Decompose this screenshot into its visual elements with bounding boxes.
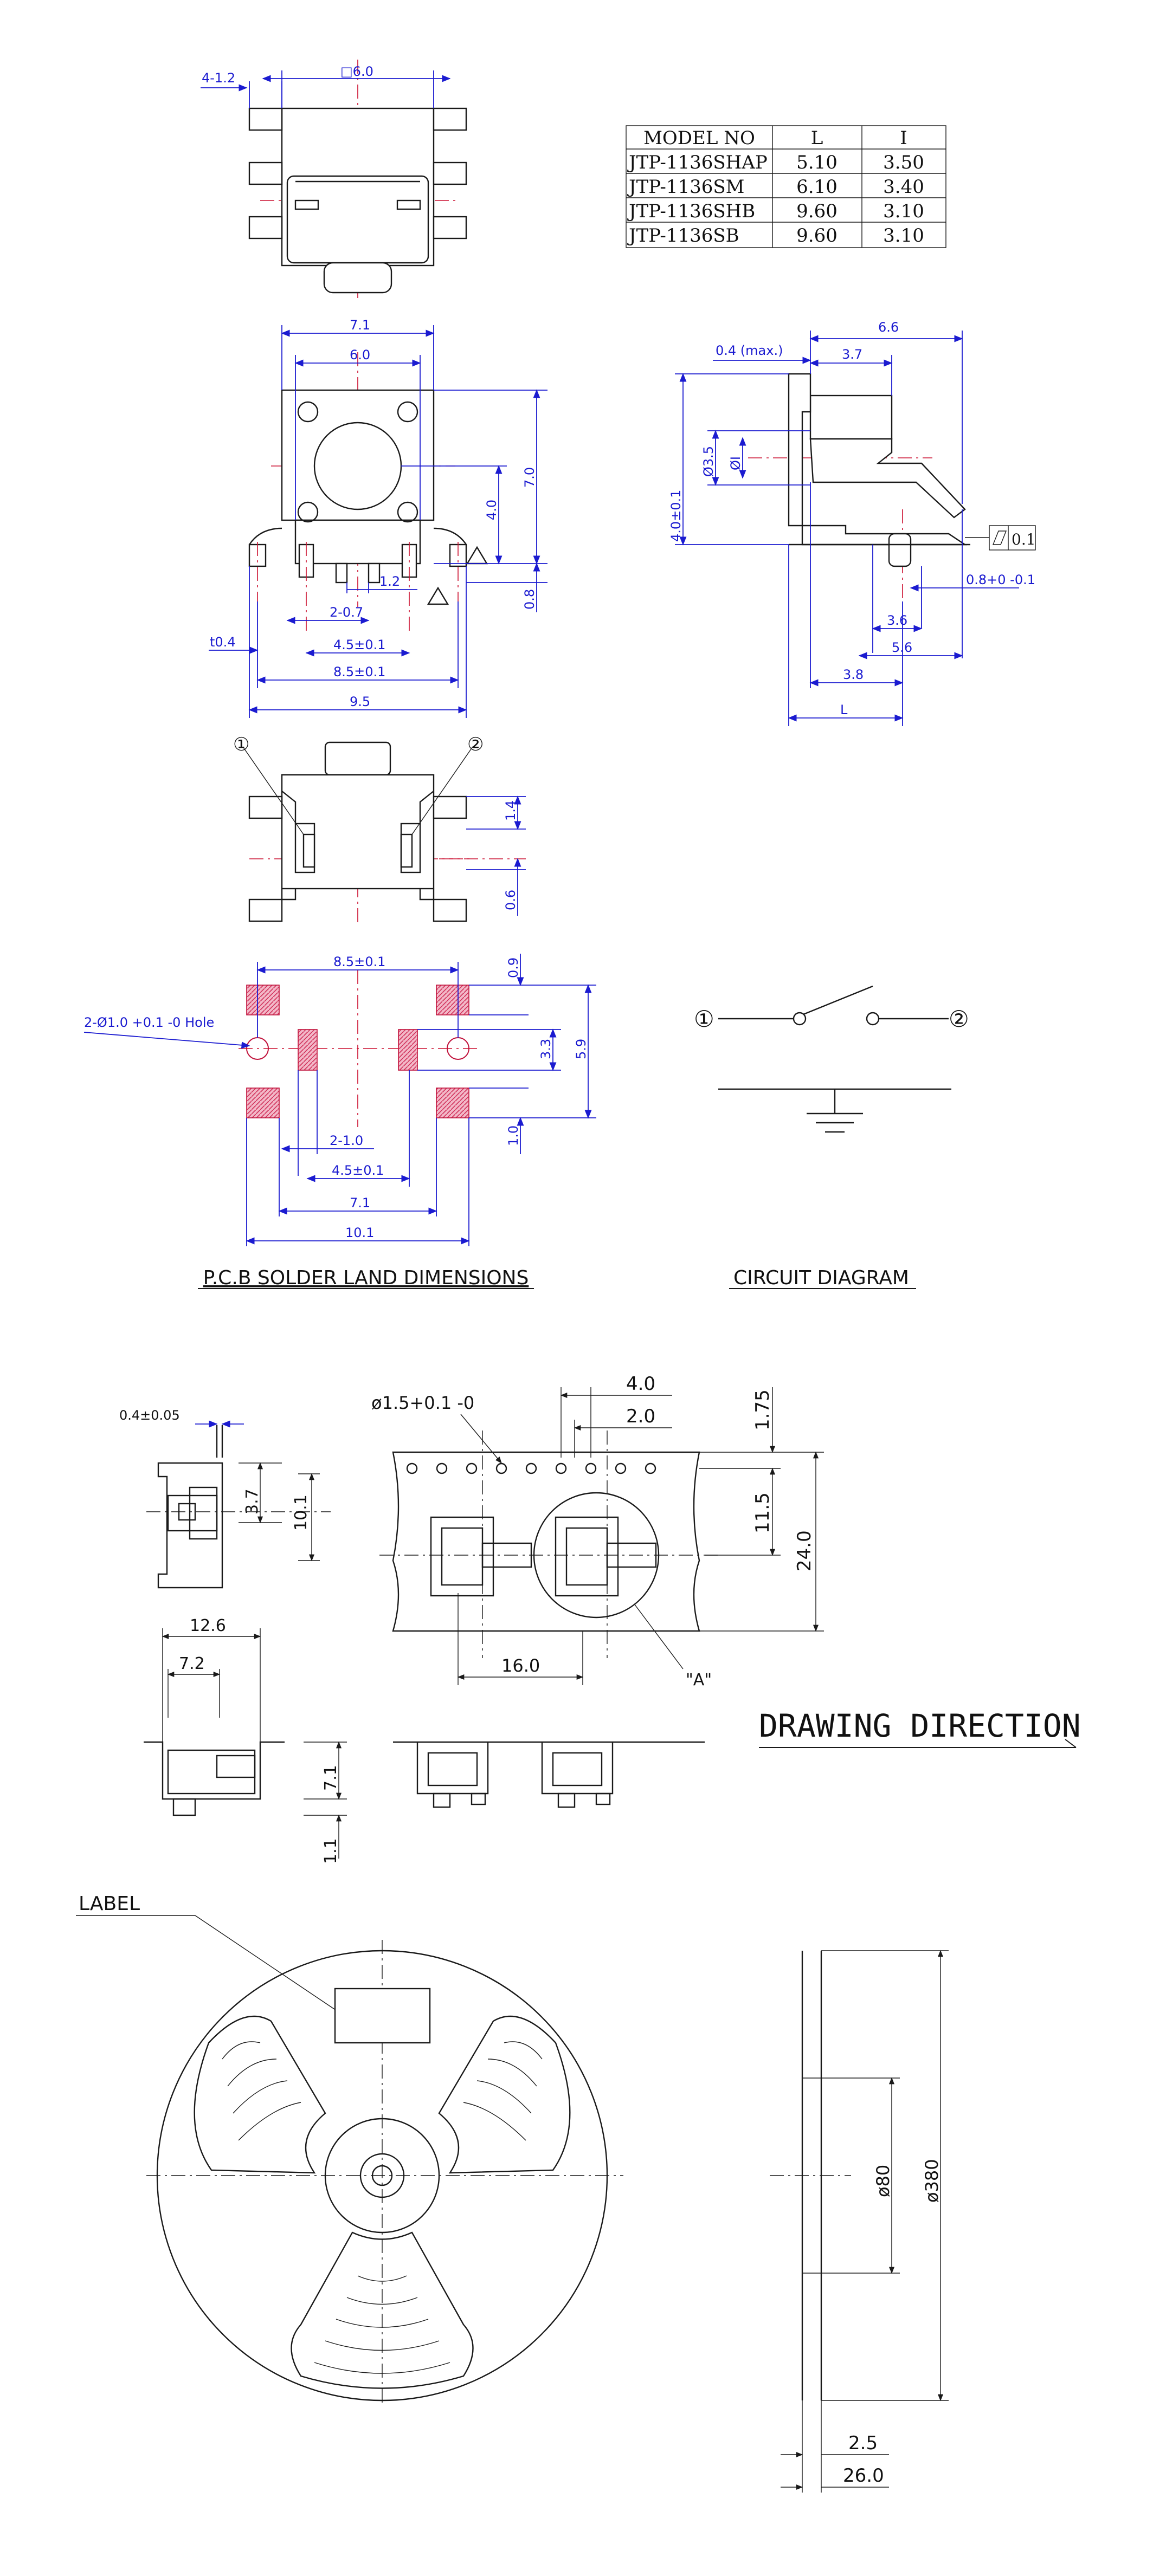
circuit-terminal-1: ① xyxy=(694,1006,714,1032)
pcb-hole-spec: 2-Ø1.0 +0.1 -0 Hole xyxy=(84,1015,214,1030)
dim-1-4: 1.4 xyxy=(503,800,518,821)
tape-dim-0-4: 0.4±0.05 xyxy=(119,1408,180,1423)
flatness-value: 0.1 xyxy=(1012,530,1036,548)
tape-dim-11-5: 11.5 xyxy=(752,1492,774,1533)
dim-2-0-7: 2-0.7 xyxy=(330,605,363,620)
pcb-caption: P.C.B SOLDER LAND DIMENSIONS xyxy=(203,1267,529,1289)
pcb-dim-5-9: 5.9 xyxy=(574,1039,589,1059)
pcb-dim-4-5: 4.5±0.1 xyxy=(332,1163,384,1178)
dim-3-7: 3.7 xyxy=(842,347,862,362)
dim-0-8: 0.8 xyxy=(522,589,537,610)
table-cell: 9.60 xyxy=(796,225,838,247)
tape-dim-24-0: 24.0 xyxy=(794,1530,815,1571)
table-header-l: L xyxy=(811,127,823,149)
reel-dim-phi-80: ø80 xyxy=(873,2165,893,2197)
dim-4-5: 4.5±0.1 xyxy=(333,637,385,652)
tape-dim-3-7: 3.7 xyxy=(243,1488,262,1514)
tape-dim-2-0: 2.0 xyxy=(626,1406,655,1427)
table-cell: 5.10 xyxy=(796,152,838,173)
table-cell: 3.10 xyxy=(883,200,924,222)
tape-section: 0.4±0.05 3.7 10.1 12.6 7.2 7.1 1.1 xyxy=(119,1373,1081,1864)
reel-dim-phi-380: ø380 xyxy=(922,2159,942,2203)
dim-phi-i: ØI xyxy=(728,456,743,470)
dim-phi-3-5: Ø3.5 xyxy=(701,446,716,477)
tape-dim-16-0: 16.0 xyxy=(501,1655,540,1676)
reel-dim-26-0: 26.0 xyxy=(843,2465,884,2487)
pcb-dim-2-1-0: 2-1.0 xyxy=(330,1133,363,1148)
reel-dim-2-5: 2.5 xyxy=(848,2432,878,2454)
tape-dim-7-1: 7.1 xyxy=(321,1765,340,1791)
dim-8-5: 8.5±0.1 xyxy=(333,664,385,679)
table-cell: JTP-1136SB xyxy=(627,225,739,247)
table-cell: 9.60 xyxy=(796,200,838,222)
pcb-dim-1-0: 1.0 xyxy=(506,1125,521,1146)
tape-dim-7-2: 7.2 xyxy=(179,1654,205,1673)
table-cell: 3.10 xyxy=(883,225,924,247)
tape-dim-1-1: 1.1 xyxy=(321,1838,340,1864)
table-header-model: MODEL NO xyxy=(643,127,755,149)
terminal-2-marker: ② xyxy=(467,734,484,755)
dim-5-6: 5.6 xyxy=(892,640,912,655)
dim-4-0: 4.0 xyxy=(484,500,499,520)
pcb-dim-0-9: 0.9 xyxy=(506,957,521,978)
pcb-dim-10-1: 10.1 xyxy=(345,1225,374,1240)
dim-4-0-side: 4.0±0.1 xyxy=(668,490,684,542)
pcb-dim-8-5: 8.5±0.1 xyxy=(333,954,385,969)
dim-t0-4: t0.4 xyxy=(210,635,236,650)
reel-section: LABEL ø80 ø380 2.5 xyxy=(76,1893,949,2493)
table-cell: JTP-1136SHB xyxy=(627,200,755,222)
dim-6-0: 6.0 xyxy=(350,347,370,363)
tape-dim-4-0: 4.0 xyxy=(626,1373,655,1395)
detail-a-label: "A" xyxy=(686,1671,712,1690)
tape-dim-12-6: 12.6 xyxy=(190,1616,226,1635)
dim-l: L xyxy=(840,702,848,717)
dim-0-8-tol: 0.8+0 -0.1 xyxy=(966,572,1035,587)
pcb-land-view: 8.5±0.1 2-Ø1.0 +0.1 -0 Hole 0.9 3.3 5.9 … xyxy=(83,954,596,1289)
circuit-terminal-2: ② xyxy=(949,1006,969,1032)
reel-label-callout: LABEL xyxy=(79,1893,140,1915)
circuit-diagram: ① ② CIRCUIT DIAGRAM xyxy=(694,985,969,1289)
table-header-i: I xyxy=(900,127,907,149)
front-view: 7.1 6.0 7.0 4.0 0.8 1.2 2-0.7 t0.4 4.5±0… xyxy=(209,318,547,718)
pcb-dim-7-1: 7.1 xyxy=(350,1195,370,1211)
dim-3-8: 3.8 xyxy=(843,667,864,682)
bottom-view: ① ② 1.4 0.6 xyxy=(233,734,526,927)
top-view: □6.0 4-1.2 xyxy=(201,60,467,298)
table-cell: 6.10 xyxy=(796,176,838,198)
dim-9-5: 9.5 xyxy=(350,694,370,709)
model-table: MODEL NO L I JTP-1136SHAP 5.10 3.50 JTP-… xyxy=(626,125,946,248)
table-cell: JTP-1136SM xyxy=(627,176,744,198)
tape-dim-phi-1-5: ø1.5+0.1 -0 xyxy=(371,1393,474,1413)
side-view: 6.6 0.4 (max.) 3.7 Ø3.5 ØI 4.0±0.1 0.1 0… xyxy=(668,320,1036,726)
dim-0-6: 0.6 xyxy=(503,890,518,910)
pcb-dim-3-3: 3.3 xyxy=(538,1039,553,1059)
terminal-1-marker: ① xyxy=(233,734,249,755)
circuit-caption: CIRCUIT DIAGRAM xyxy=(733,1267,909,1289)
dim-6-6: 6.6 xyxy=(878,320,899,335)
table-cell: JTP-1136SHAP xyxy=(627,152,768,173)
dim-tab-4-1-2: 4-1.2 xyxy=(202,70,235,86)
dim-7-0: 7.0 xyxy=(522,467,537,488)
table-cell: 3.50 xyxy=(883,152,924,173)
dim-3-6: 3.6 xyxy=(887,613,907,628)
dim-square-6-0: □6.0 xyxy=(340,64,373,79)
dim-7-1: 7.1 xyxy=(350,318,370,333)
tape-dim-1-75: 1.75 xyxy=(752,1389,774,1431)
table-cell: 3.40 xyxy=(883,176,924,198)
tape-dim-10-1: 10.1 xyxy=(292,1494,311,1531)
dim-0-4-max: 0.4 (max.) xyxy=(716,343,783,358)
dim-1-2: 1.2 xyxy=(379,574,400,589)
drawing-direction-label: DRAWING DIRECTION xyxy=(759,1707,1081,1744)
